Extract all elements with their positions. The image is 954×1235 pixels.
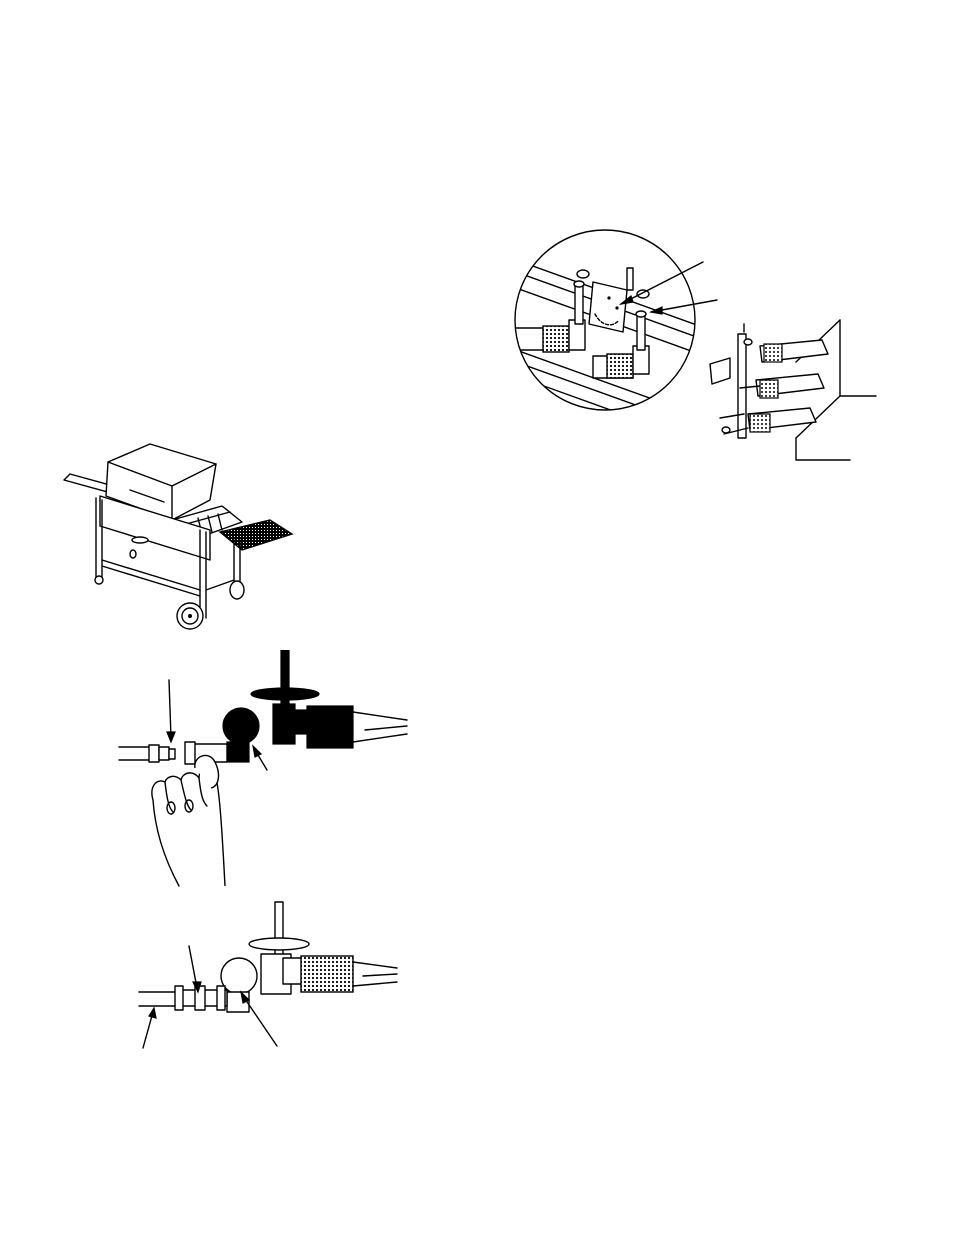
burner-tubes-illustration	[700, 318, 882, 463]
hose-connected-figure	[135, 900, 400, 1050]
grill-cart-illustration	[60, 440, 300, 635]
hose-fitting-hand-illustration	[115, 650, 410, 890]
burner-assembly-figure	[700, 318, 882, 463]
grill-cart-figure	[60, 440, 300, 635]
hose-connect-hand-figure	[115, 650, 410, 890]
hose-valve-connection-illustration	[135, 900, 400, 1050]
